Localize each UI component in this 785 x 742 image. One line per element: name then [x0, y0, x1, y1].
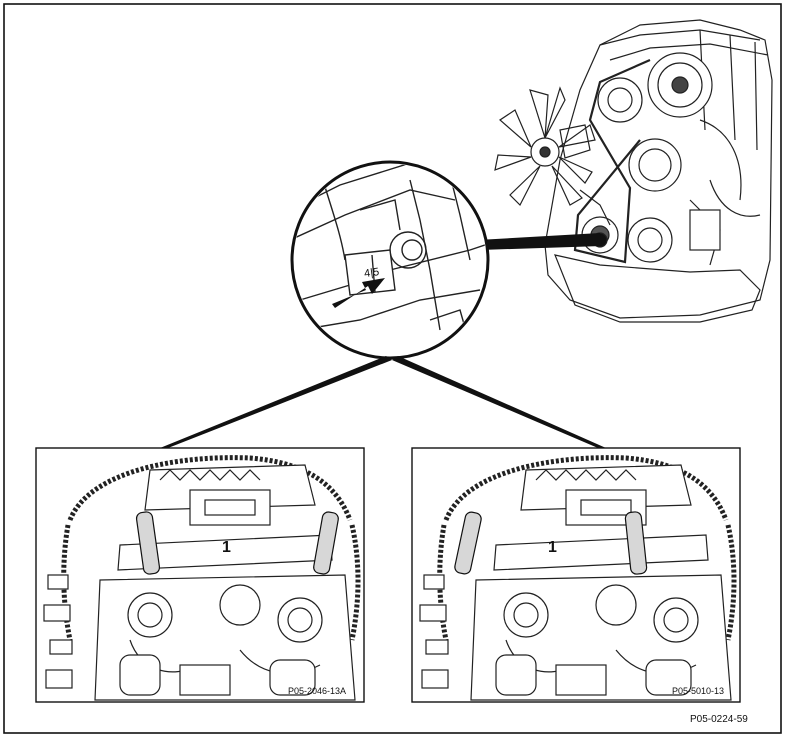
engine-illustration [494, 19, 773, 323]
right-cam-tool-left [454, 511, 482, 575]
left-part-number: 1 [222, 539, 231, 556]
left-panel-label: P05-2046-13A [288, 686, 346, 696]
right-panel-connector [392, 356, 606, 448]
arrow-icon [332, 278, 385, 308]
magnifier-icon: 4|5 [290, 160, 490, 360]
left-cam-tool-left [135, 511, 161, 575]
fan-illustration [494, 86, 596, 207]
right-detail-panel: 1 P05-5010-13 [411, 447, 741, 703]
right-panel-label: P05-5010-13 [672, 686, 724, 696]
figure-id-label: P05-0224-59 [690, 714, 748, 725]
left-panel-connector [160, 356, 392, 448]
left-cam-tool-right [313, 511, 339, 575]
left-detail-panel: 1 P05-2046-13A [35, 447, 365, 703]
right-cam-tool-right [624, 511, 648, 575]
magnifier-connector [478, 233, 602, 250]
scale-mark-label: 4|5 [363, 266, 380, 280]
right-part-number: 1 [548, 539, 557, 556]
